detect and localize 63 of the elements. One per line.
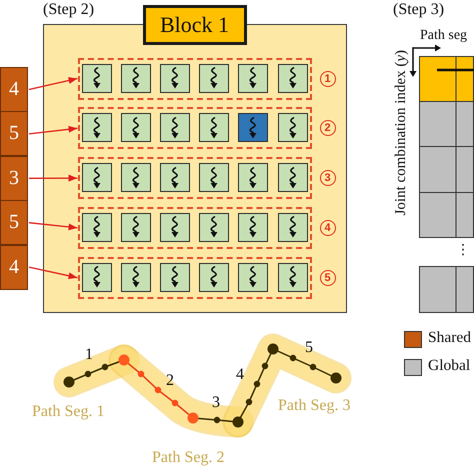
axis-label: Path seg xyxy=(420,28,468,44)
circled-number: 4 xyxy=(320,220,336,236)
dashed-group-box xyxy=(78,58,312,100)
thread-box xyxy=(278,113,308,142)
thread-box xyxy=(278,212,308,242)
segment-label: Path Seg. 1 xyxy=(32,403,104,422)
thread-box xyxy=(238,212,268,242)
joint-number: 1 xyxy=(85,346,93,364)
thread-box xyxy=(82,113,112,142)
dashed-group-box xyxy=(78,206,312,249)
joint-number: 3 xyxy=(212,394,220,412)
thread-box xyxy=(120,262,151,292)
memory-cell: 5 xyxy=(0,111,28,156)
legend-label: Global xyxy=(428,357,470,376)
thread-box xyxy=(82,64,112,92)
thread-box xyxy=(238,262,268,292)
arrow xyxy=(29,174,78,182)
dashed-group-box xyxy=(78,256,312,299)
step-label: (Step 2) xyxy=(43,1,94,20)
segment-label: Path Seg. 3 xyxy=(278,397,350,416)
circled-number: 1 xyxy=(320,70,336,86)
thread-box xyxy=(199,64,230,92)
circled-number: 2 xyxy=(320,120,336,136)
thread-box xyxy=(199,163,230,192)
thread-box xyxy=(82,212,112,242)
dashed-group-box xyxy=(78,107,312,150)
thread-box xyxy=(238,113,268,142)
thread-box xyxy=(199,113,230,142)
memory-cell: 3 xyxy=(0,156,28,201)
thread-box xyxy=(278,64,308,92)
title-tab: Block 1 xyxy=(142,4,246,44)
memory-cell: 4 xyxy=(0,244,28,290)
memory-cell: 5 xyxy=(0,200,28,246)
legend-label: Shared xyxy=(428,329,472,348)
thread-box xyxy=(278,262,308,292)
thread-box xyxy=(160,212,190,242)
circled-number: 5 xyxy=(320,270,336,286)
dashed-group-box xyxy=(78,157,312,200)
thread-box xyxy=(278,163,308,192)
thread-box xyxy=(160,163,190,192)
thread-box xyxy=(160,113,190,142)
thread-box xyxy=(199,212,230,242)
segment-label: Path Seg. 2 xyxy=(152,449,224,468)
thread-box xyxy=(160,262,190,292)
thread-box xyxy=(82,262,112,292)
thread-box xyxy=(120,64,151,92)
joint-number: 2 xyxy=(166,372,174,390)
arrow xyxy=(28,222,78,230)
thread-box xyxy=(160,64,190,92)
circled-number: 3 xyxy=(320,170,336,186)
step-label: (Step 3) xyxy=(393,1,444,20)
joint-number: 4 xyxy=(236,366,244,384)
thread-box xyxy=(120,113,151,142)
thread-box xyxy=(120,212,151,242)
memory-cell: 4 xyxy=(0,67,28,112)
vertical-ellipsis: ⋮ xyxy=(456,242,470,258)
axis-label: Joint combination index (y) xyxy=(393,50,410,216)
thread-box xyxy=(120,163,151,192)
joint-number: 5 xyxy=(305,339,313,358)
thread-box xyxy=(82,163,112,192)
thread-box xyxy=(238,64,268,92)
thread-box xyxy=(199,262,230,292)
thread-box xyxy=(238,163,268,192)
